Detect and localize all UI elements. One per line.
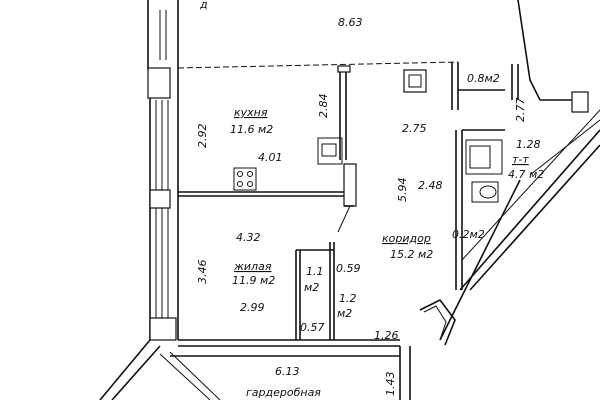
room-area-niche-mid: 0.2м2 — [452, 228, 485, 241]
room-name-wardrobe: гардеробная — [246, 386, 321, 399]
dim-corridor-upper: 2.75 — [402, 122, 427, 135]
dim-living-height: 3.46 — [196, 260, 209, 285]
dim-living-width: 4.32 — [236, 231, 261, 244]
wall-pier — [147, 67, 171, 99]
room-name-toilet: т-т — [512, 153, 529, 166]
door-jamb — [337, 65, 351, 73]
room-area-small-a-top: 1.1 — [306, 265, 324, 278]
room-area-toilet: 4.7 м2 — [508, 168, 544, 181]
column — [571, 91, 589, 113]
dimension-labels: д 8.63 2.92 2.84 4.01 2.75 2.77 5.94 2.4… — [196, 0, 527, 396]
toilet-icon — [471, 181, 499, 203]
dim-kitchen-width: 4.01 — [258, 151, 283, 164]
dim-wardrobe-width: 6.13 — [275, 365, 300, 378]
partition-post — [343, 163, 357, 207]
room-name-living: жилая — [233, 260, 272, 273]
walls — [99, 0, 600, 400]
room-prefix-toilet: 1.28 — [516, 138, 541, 151]
room-name-corridor: коридор — [382, 232, 431, 245]
dim-small-bottom: 0.57 — [300, 321, 325, 334]
room-area-living: 11.9 м2 — [232, 274, 275, 287]
room-area-niche-top: 0.8м2 — [467, 72, 500, 85]
room-area-small-a-bottom: м2 — [304, 281, 319, 294]
sink-icon — [465, 139, 503, 175]
room-area-small-b-bottom: м2 — [337, 307, 352, 320]
room-area-kitchen: 11.6 м2 — [230, 123, 273, 136]
dim-corridor-height: 5.94 — [396, 178, 409, 203]
dim-niche-height: 2.77 — [514, 98, 527, 123]
room-name-kitchen: кухня — [234, 106, 268, 119]
dim-small-width: 0.59 — [336, 262, 361, 275]
dim-kitchen-height: 2.92 — [196, 124, 209, 149]
dim-passage: 1.26 — [374, 329, 399, 342]
wall-pier — [149, 189, 171, 209]
vent-shaft — [403, 69, 427, 93]
dim-wardrobe-height: 1.43 — [384, 372, 397, 397]
dim-corridor-width: 2.48 — [418, 179, 443, 192]
dim-kitchen-inner: 2.84 — [317, 94, 330, 119]
wall-pier — [149, 317, 177, 341]
dim-top-room: 8.63 — [338, 16, 363, 29]
room-labels: кухня 11.6 м2 жилая 11.9 м2 коридор 15.2… — [230, 72, 544, 399]
kitchen-counter — [317, 137, 343, 165]
room-area-corridor: 15.2 м2 — [390, 248, 433, 261]
room-area-small-b-top: 1.2 — [339, 292, 357, 305]
dim-top-partial: д — [199, 0, 208, 11]
dim-living-bottom: 2.99 — [240, 301, 265, 314]
stove-icon — [233, 167, 257, 191]
